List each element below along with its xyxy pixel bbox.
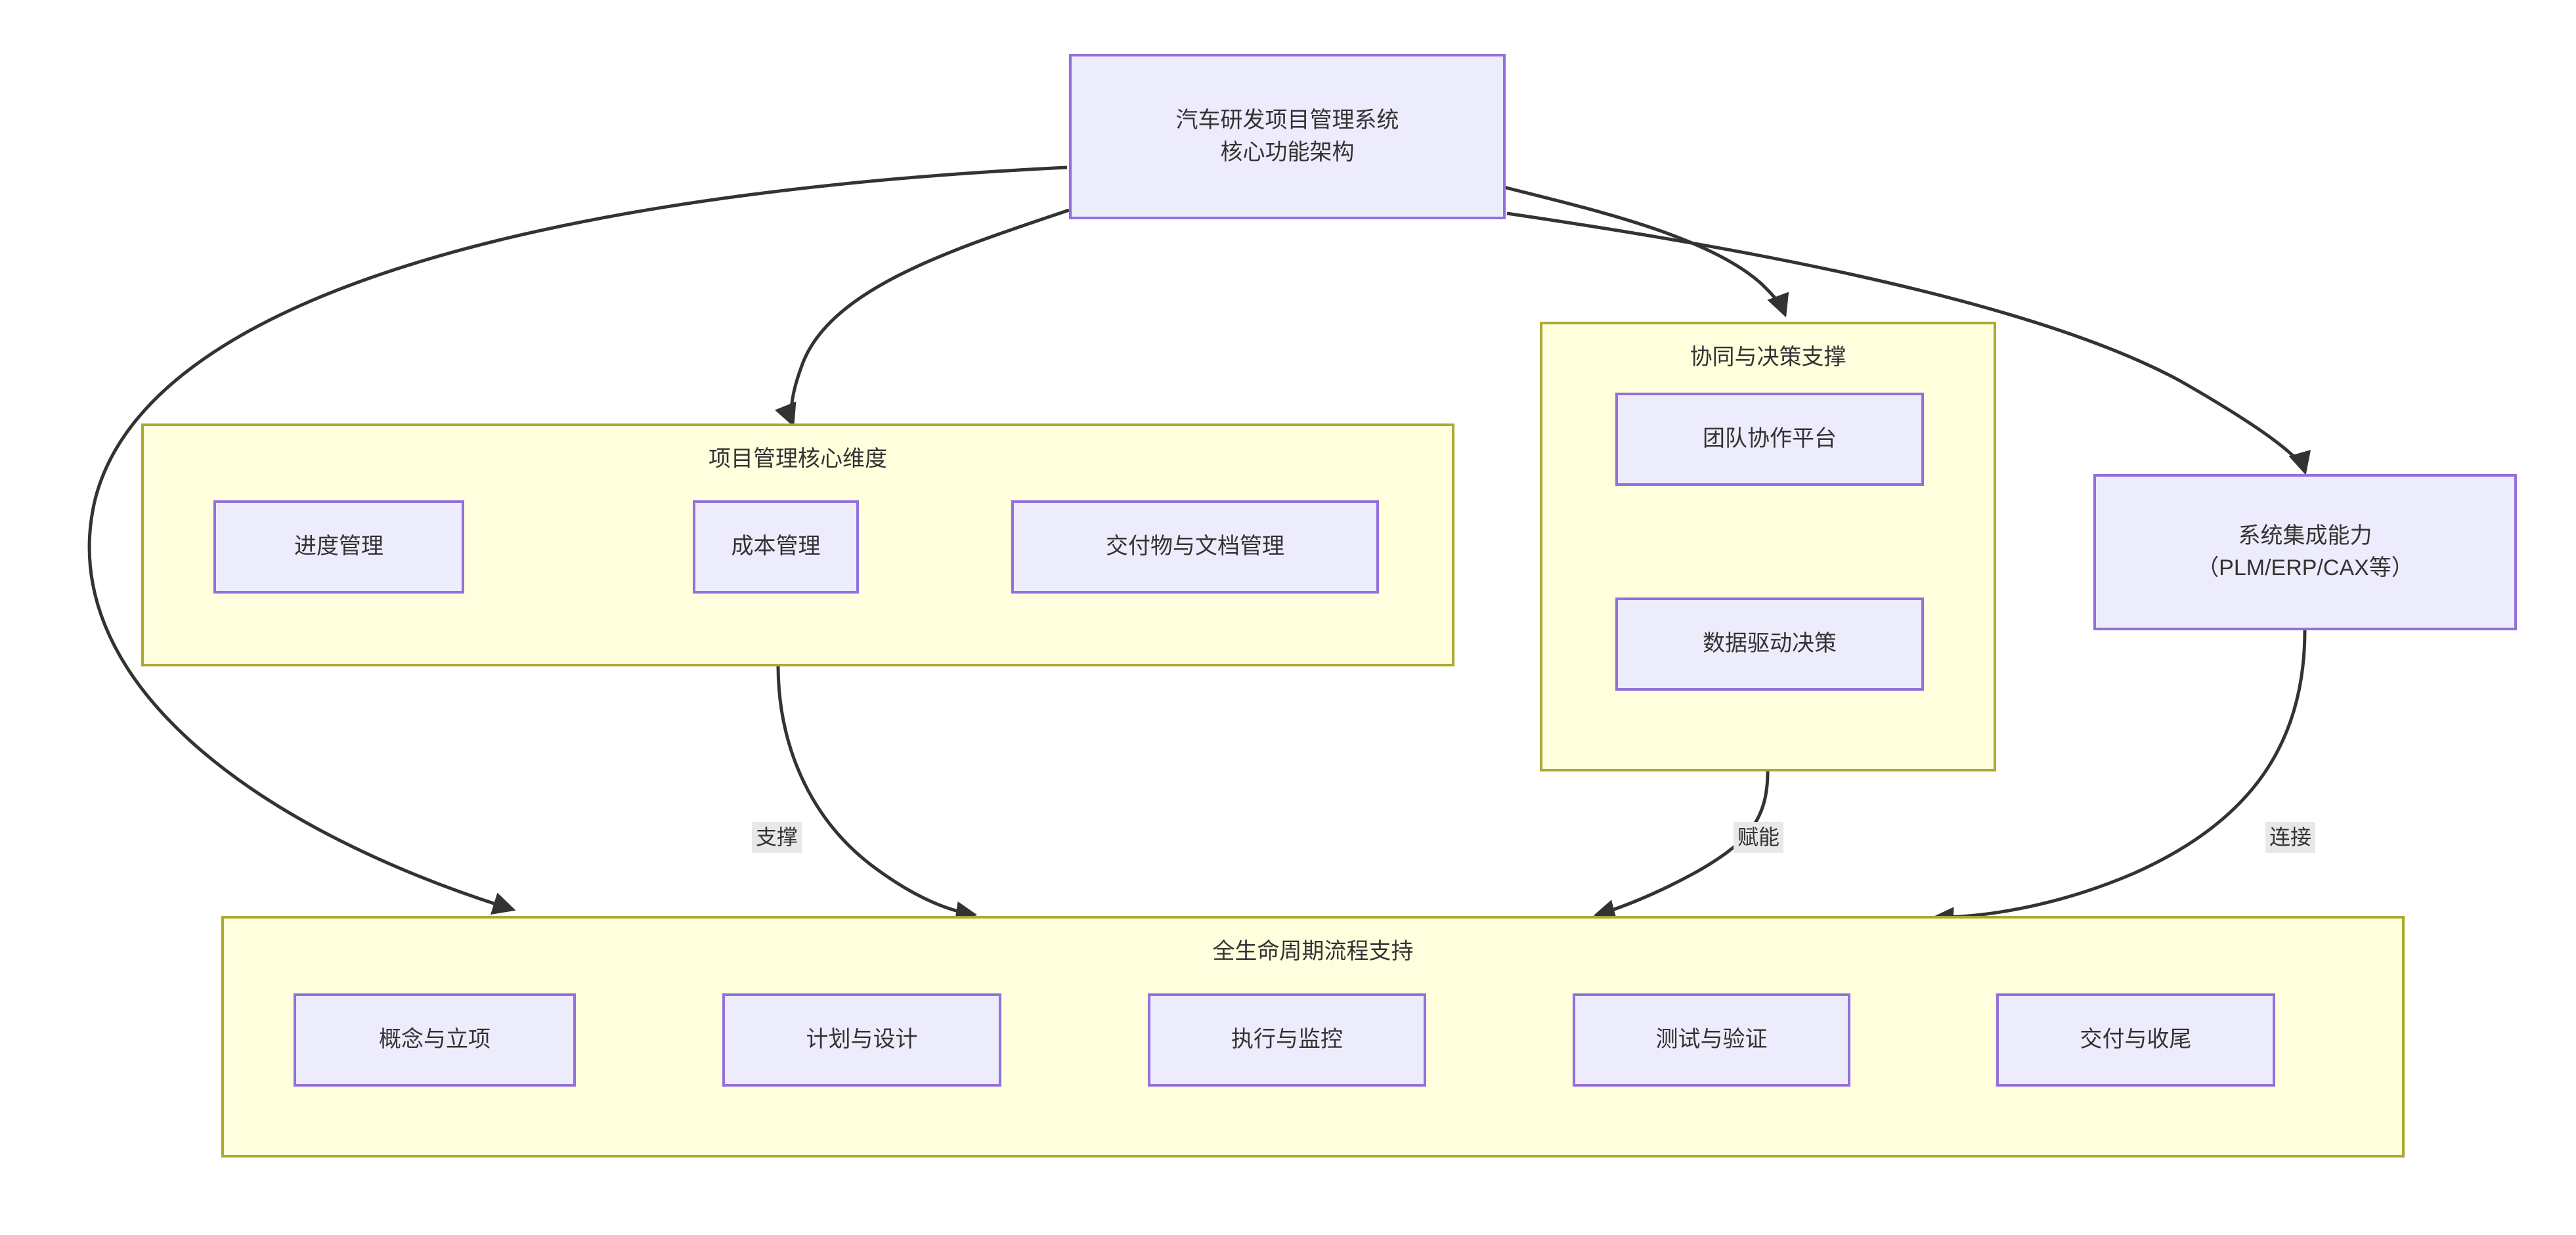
edge-root-to-integration [1506, 211, 2311, 475]
node-data-decision[interactable]: 数据驱动决策 [1615, 597, 1924, 691]
edge-label-connect: 连接 [2265, 822, 2316, 853]
node-root-label: 汽车研发项目管理系统 核心功能架构 [1175, 107, 1399, 165]
cluster-collab-decision-title: 协同与决策支撑 [1690, 345, 1846, 370]
edge-root-to-collab [1503, 185, 1789, 318]
node-test-label: 测试与验证 [1655, 1027, 1768, 1052]
node-team-platform-label: 团队协作平台 [1703, 426, 1837, 452]
node-test[interactable]: 测试与验证 [1573, 993, 1850, 1087]
node-schedule-label: 进度管理 [294, 534, 383, 559]
cluster-lifecycle-title: 全生命周期流程支持 [1212, 939, 1414, 964]
node-execute[interactable]: 执行与监控 [1148, 993, 1426, 1087]
node-deliverable-label: 交付物与文档管理 [1106, 534, 1284, 559]
edge-label-support: 支撑 [752, 822, 802, 853]
edge-root-to-lifecycle [87, 165, 1068, 915]
edge-collab-to-lifecycle [1593, 771, 1770, 921]
node-schedule[interactable]: 进度管理 [213, 500, 464, 594]
node-plan-label: 计划与设计 [806, 1027, 918, 1052]
edge-root-to-core-dimensions [774, 208, 1070, 427]
node-deliverable[interactable]: 交付物与文档管理 [1011, 500, 1379, 594]
edge-integration-to-lifecycle [1932, 630, 2307, 928]
node-concept[interactable]: 概念与立项 [294, 993, 576, 1087]
node-delivery-label: 交付与收尾 [2080, 1027, 2192, 1052]
node-integration-label: 系统集成能力 （PLM/ERP/CAX等） [2196, 523, 2414, 580]
node-delivery[interactable]: 交付与收尾 [1996, 993, 2275, 1087]
node-integration[interactable]: 系统集成能力 （PLM/ERP/CAX等） [2093, 474, 2517, 630]
node-data-decision-label: 数据驱动决策 [1703, 631, 1837, 657]
node-team-platform[interactable]: 团队协作平台 [1615, 393, 1924, 486]
cluster-collab-decision: 协同与决策支撑 [1540, 322, 1996, 771]
node-execute-label: 执行与监控 [1231, 1027, 1343, 1052]
edge-core-to-lifecycle [776, 664, 978, 923]
edge-label-enable: 赋能 [1734, 822, 1784, 853]
node-cost-label: 成本管理 [731, 534, 821, 559]
node-root[interactable]: 汽车研发项目管理系统 核心功能架构 [1069, 54, 1506, 219]
node-cost[interactable]: 成本管理 [693, 500, 859, 594]
node-concept-label: 概念与立项 [379, 1027, 491, 1052]
node-plan[interactable]: 计划与设计 [722, 993, 1001, 1087]
cluster-core-dimensions-title: 项目管理核心维度 [709, 446, 887, 471]
